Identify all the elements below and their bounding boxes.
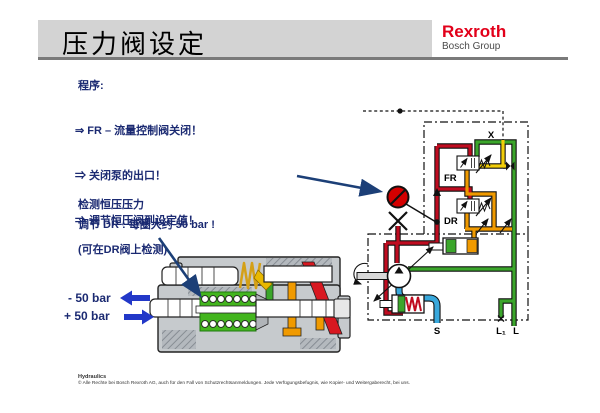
arrow-right-icon [124,309,154,325]
inspection-note: 检测恒压压力 (可在DR阀上检测) [78,168,167,288]
page-title: 压力阀设定 [62,30,208,59]
pump-symbol [353,262,412,289]
port-label-s: S [434,326,440,337]
orange-seat [282,327,302,337]
valve-cross-section [149,256,351,353]
hydraulic-circuit-diagram: X FR DR S L₁ L [353,108,529,337]
gold-spring [238,261,262,290]
stroking-cylinder [428,237,479,255]
logo-brand: Rexroth [442,22,507,41]
logo-group: Bosch Group [442,41,501,52]
annotation-arrow-to-spool [157,237,203,299]
hatched-area [266,258,332,266]
lower-bore [255,299,343,318]
adjustment-note: 调节 DR : 每圈大约 50 bar ! [78,219,215,231]
annotation-arrow-to-gauge [296,174,384,197]
pilot-spool [161,266,239,286]
end-plug [333,298,351,319]
valve-label-dr: DR [444,216,458,227]
plugged-port-icon [388,211,408,231]
port-label-x: X [488,130,495,141]
pressure-gauge-icon [386,185,437,223]
flow-arrow-icon [433,188,441,196]
dr-valve-symbol [457,198,491,216]
minus-50bar-label: - 50 bar [68,291,111,305]
spring-coils [201,295,257,328]
valve-label-fr: FR [444,173,457,184]
bridge-arrow-icon [499,218,512,234]
footer-copyright: © Alle Rechte bei Bosch Rexroth AG, auch… [78,381,410,386]
bias-piston [379,294,425,314]
procedure-step-1: ⇒ FR – 流量控制阀关闭！ [75,125,203,137]
rotation-arrow-icon [353,262,369,285]
inspection-line-2: (可在DR阀上检测) [78,244,168,256]
procedure-label: 程序: [78,80,104,92]
bridge-arrow-icon [476,218,489,234]
header-rule [38,57,568,60]
procedure-step-3: ⇒ 调节恒压阀到设定值！ [75,215,200,227]
procedure-step-2: ⇒ 关闭泵的出口！ [75,170,167,182]
red-spring-icon [405,296,422,312]
l1-plug-icon [497,315,505,322]
plus-50bar-label: + 50 bar [64,309,110,323]
pilot-junction-dot [397,108,403,114]
hatched-area [162,330,196,349]
fr-valve-symbol [457,155,491,173]
port-label-l1: L₁ [496,326,506,337]
arrow-left-icon [120,290,150,306]
port-label-l: L [513,326,519,337]
inspection-line-1: 检测恒压压力 [78,199,144,211]
procedure-steps: ⇒ FR – 流量控制阀关闭！ ⇒ 关闭泵的出口！ ⇒ 调节恒压阀到设定值！ [75,94,202,259]
gauge-junction-dot [434,219,440,225]
footer-section: Hydraulics [78,374,107,380]
pump-shaft [356,272,389,280]
valve-block-boundary [423,121,529,234]
upper-bore [263,265,333,283]
orifice-icon [506,161,515,171]
control-lines-orange [465,170,512,239]
pilot-dashed-line [363,110,504,140]
hatched-area [300,338,336,349]
rexroth-logo: Rexroth Bosch Group [432,20,568,57]
footer: Hydraulics © Alle Rechte bei Bosch Rexro… [78,374,410,387]
